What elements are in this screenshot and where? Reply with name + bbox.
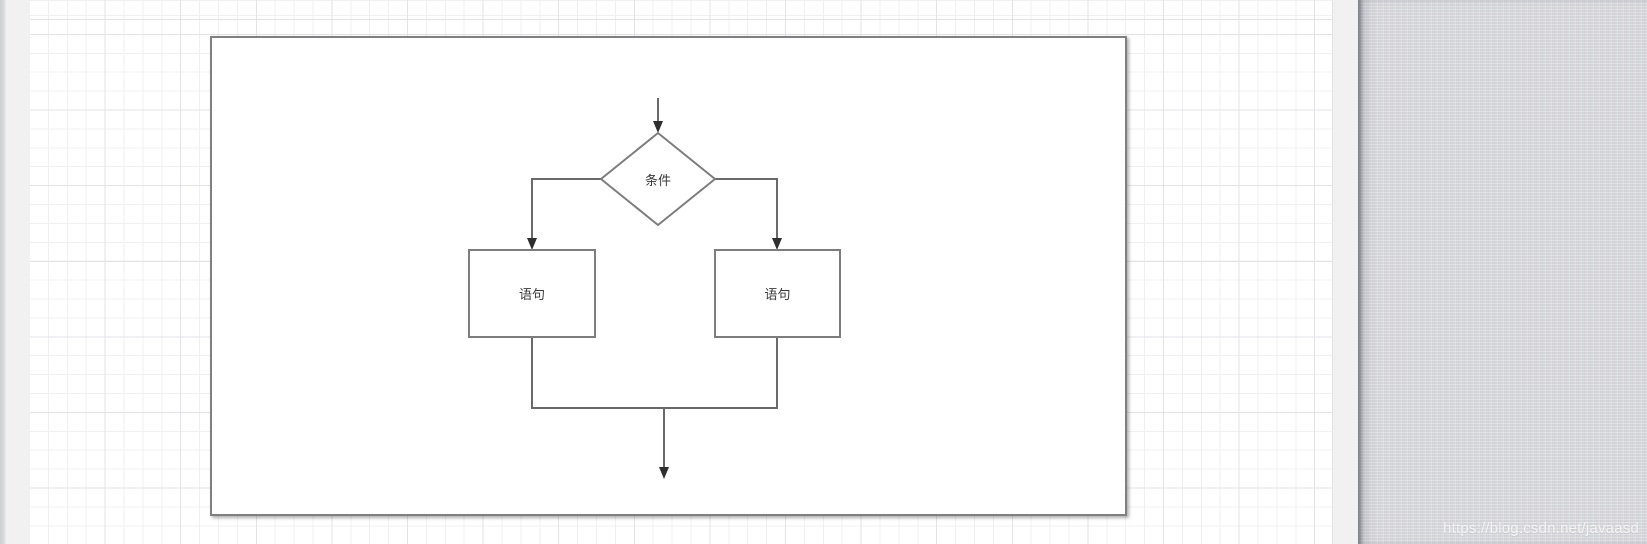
connector-exit[interactable] [659, 408, 669, 479]
connector-branch-left[interactable] [527, 178, 601, 250]
node-statement-right[interactable] [714, 249, 841, 338]
canvas-gutter-left [6, 0, 30, 544]
arrowhead-down-icon [659, 467, 669, 479]
flowchart-svg [468, 98, 841, 479]
arrowhead-down-icon [772, 238, 782, 250]
diagram-canvas[interactable]: 条件 语句 语句 [30, 0, 1333, 544]
connector-merge[interactable] [531, 337, 778, 409]
window-edge-left [0, 0, 6, 544]
node-statement-left[interactable] [468, 249, 596, 338]
connector-branch-right[interactable] [715, 178, 782, 250]
side-panel: https://blog.csdn.net/javaasd [1358, 0, 1647, 544]
arrowhead-down-icon [653, 121, 663, 133]
arrowhead-down-icon [527, 238, 537, 250]
watermark-url: https://blog.csdn.net/javaasd [1443, 520, 1639, 537]
canvas-gutter-right [1333, 0, 1358, 544]
node-condition-diamond[interactable] [599, 131, 717, 227]
connector-entry[interactable] [653, 98, 663, 133]
diagram-page[interactable]: 条件 语句 语句 [210, 36, 1127, 516]
